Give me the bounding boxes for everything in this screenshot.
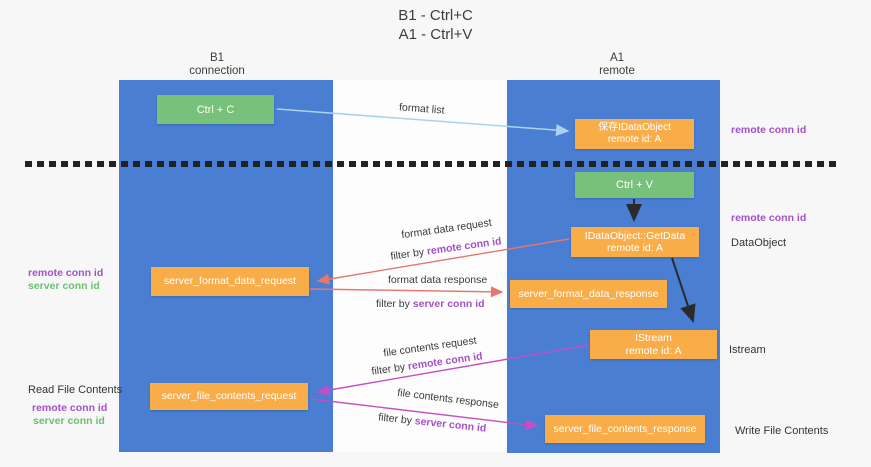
node-server-file-contents-request: server_file_contents_request <box>150 383 308 410</box>
server-conn-id-text: server conn id <box>412 298 485 310</box>
node-format-response-label: server_format_data_response <box>518 287 659 300</box>
sidelabel-server-conn-id-left2: server conn id <box>33 415 105 427</box>
lane-header-b1: B1 connection <box>157 52 277 78</box>
sidelabel-read-file-contents: Read File Contents <box>28 384 123 396</box>
sidelabel-server-conn-id-left: server conn id <box>28 280 100 292</box>
node-istream-line2: remote id: A <box>625 344 682 357</box>
filter-by-text: filter by <box>376 298 410 310</box>
node-server-format-data-response: server_format_data_response <box>510 280 667 308</box>
lane-a1-name: A1 <box>609 52 625 64</box>
sidelabel-remote-conn-id-left: remote conn id <box>28 267 104 279</box>
node-file-response-label: server_file_contents_response <box>553 422 697 435</box>
lane-b1-name: B1 <box>209 52 225 64</box>
node-save-idataobject-line1: 保存IDataObject <box>598 121 671 133</box>
sidelabel-dataobject: DataObject <box>731 237 787 249</box>
lane-header-a1: A1 remote <box>557 52 677 78</box>
node-save-idataobject-line2: remote id: A <box>607 134 662 145</box>
title-line-1: B1 - Ctrl+C <box>398 7 473 24</box>
sidelabel-remote-conn-id-left2: remote conn id <box>32 402 108 414</box>
phase-separator-dashed-line <box>25 161 837 167</box>
lane-b1-role: connection <box>189 65 245 77</box>
title-line-2: A1 - Ctrl+V <box>398 26 473 43</box>
page-title: B1 - Ctrl+C A1 - Ctrl+V <box>0 6 871 44</box>
label-filter-server-1: filter by server conn id <box>376 298 485 310</box>
lane-a1-role: remote <box>599 65 635 77</box>
label-format-data-response: format data response <box>388 274 488 286</box>
node-server-format-data-request: server_format_data_request <box>151 267 309 296</box>
node-idataobject-getdata: IDataObject::GetData remote id: A <box>571 227 699 257</box>
sidelabel-remote-conn-id-top: remote conn id <box>731 124 807 136</box>
node-ctrl-c-label: Ctrl + C <box>196 103 235 116</box>
node-ctrl-v-label: Ctrl + V <box>616 179 653 191</box>
node-istream-line1: IStream <box>635 332 672 344</box>
node-istream: IStream remote id: A <box>590 330 717 359</box>
node-format-request-label: server_format_data_request <box>164 275 296 288</box>
sidelabel-istream: Istream <box>729 344 766 356</box>
sidelabel-write-file-contents: Write File Contents <box>735 425 829 437</box>
node-ctrl-v: Ctrl + V <box>575 172 694 198</box>
node-file-request-label: server_file_contents_request <box>161 390 297 403</box>
node-getdata-line1: IDataObject::GetData <box>584 229 686 242</box>
node-server-file-contents-response: server_file_contents_response <box>545 415 705 443</box>
sidelabel-remote-conn-id-mid: remote conn id <box>731 212 807 224</box>
node-save-idataobject: 保存IDataObject remote id: A <box>575 119 694 149</box>
node-getdata-line2: remote id: A <box>606 242 664 254</box>
node-ctrl-c: Ctrl + C <box>157 95 274 124</box>
